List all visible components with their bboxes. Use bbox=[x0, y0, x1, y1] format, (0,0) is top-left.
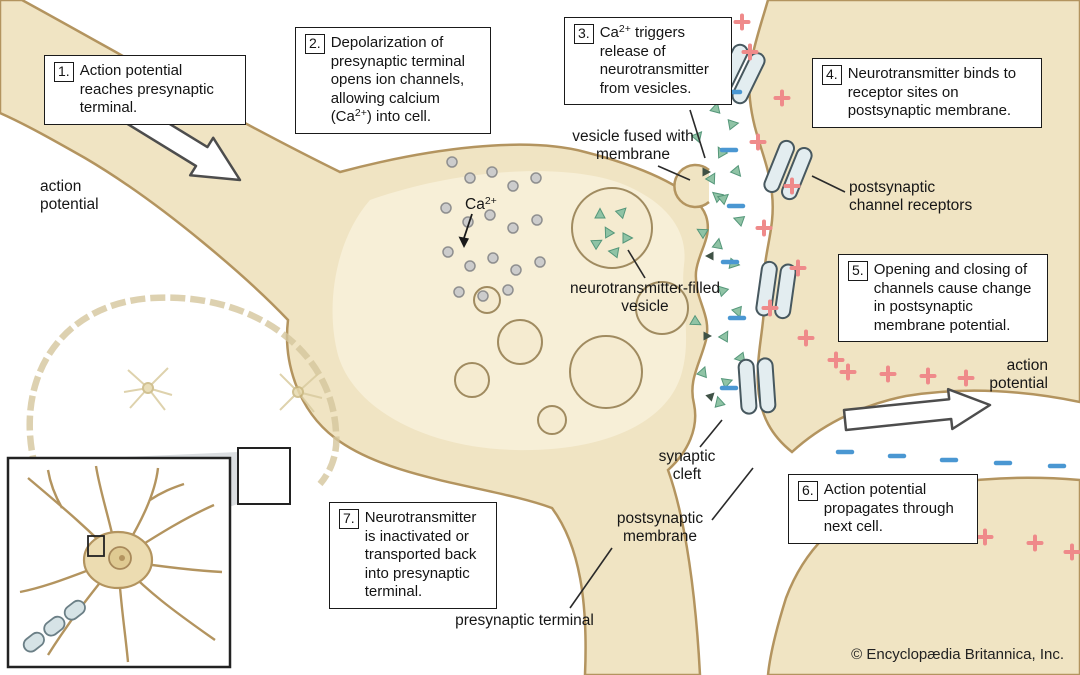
label-pointer-lines bbox=[569, 109, 846, 609]
callout-step-1: 1. Action potential reaches presynaptic … bbox=[44, 55, 246, 125]
step-number: 2. bbox=[305, 34, 325, 54]
inset-zoom-box bbox=[87, 535, 105, 557]
faint-neuron-glyph bbox=[123, 367, 323, 413]
zoom-source-box bbox=[237, 447, 291, 505]
fused-vesicle bbox=[673, 163, 710, 209]
callout-step-7: 7. Neurotransmitter is inactivated or tr… bbox=[329, 502, 497, 609]
label-postsynaptic-membrane: postsynaptic membrane bbox=[616, 510, 704, 545]
callout-step-6: 6. Action potential propagates through n… bbox=[788, 474, 978, 544]
neuron-inset bbox=[6, 456, 232, 669]
step-number: 3. bbox=[574, 24, 594, 44]
step-text: Action potential propagates through next… bbox=[823, 481, 954, 536]
step-text: Neurotransmitter binds to receptor sites… bbox=[847, 65, 1017, 120]
action-potential-arrow-right bbox=[842, 387, 992, 432]
inset-myelin-segments bbox=[22, 599, 86, 653]
calcium-arrow bbox=[458, 213, 473, 248]
step-number: 6. bbox=[798, 481, 818, 501]
label-vesicle-fused: vesicle fused with membrane bbox=[572, 128, 694, 163]
step-text: Action potential reaches presynaptic ter… bbox=[79, 62, 214, 117]
label-channel-receptors: postsynaptic channel receptors bbox=[849, 179, 973, 214]
neuron-overview-axon-chain bbox=[26, 294, 340, 487]
label-action-potential-left: action potential bbox=[40, 178, 99, 213]
label-presynaptic-terminal: presynaptic terminal bbox=[455, 612, 594, 629]
callout-step-3: 3. Ca2+ triggers release of neurotransmi… bbox=[564, 17, 732, 106]
callout-step-5: 5. Opening and closing of channels cause… bbox=[838, 254, 1048, 343]
copyright-credit: © Encyclopædia Britannica, Inc. bbox=[851, 646, 1064, 663]
label-neurotransmitter-vesicle: neurotransmitter-filled vesicle bbox=[570, 280, 720, 315]
label-action-potential-right: action potential bbox=[989, 357, 1048, 392]
step-number: 4. bbox=[822, 65, 842, 85]
label-calcium: Ca2+ bbox=[465, 195, 497, 213]
callout-step-4: 4. Neurotransmitter binds to receptor si… bbox=[812, 58, 1042, 128]
step-number: 7. bbox=[339, 509, 359, 529]
step-text: Ca2+ triggers release of neurotransmitte… bbox=[599, 23, 709, 97]
step-text: Depolarization of presynaptic terminal o… bbox=[330, 34, 465, 126]
callout-step-2: 2. Depolarization of presynaptic termina… bbox=[295, 27, 491, 134]
step-text: Neurotransmitter is inactivated or trans… bbox=[364, 509, 477, 601]
label-synaptic-cleft: synaptic cleft bbox=[658, 448, 716, 483]
step-number: 5. bbox=[848, 261, 868, 281]
synaptic-vesicles bbox=[454, 187, 689, 435]
step-number: 1. bbox=[54, 62, 74, 82]
step-text: Opening and closing of channels cause ch… bbox=[873, 261, 1032, 334]
